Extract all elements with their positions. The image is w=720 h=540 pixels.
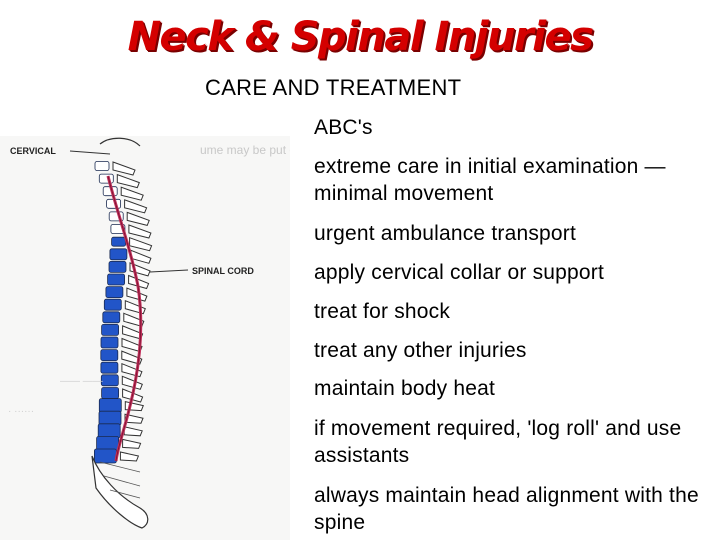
spinous-process xyxy=(116,173,140,189)
spinous-process xyxy=(121,375,143,390)
spinous-process xyxy=(129,262,151,277)
vertebra xyxy=(102,311,121,324)
list-item: always maintain head alignment with the … xyxy=(314,484,699,534)
spinous-process xyxy=(120,186,144,201)
slide-title: Neck & Spinal Injuries xyxy=(127,14,594,60)
vertebra xyxy=(100,349,119,362)
spinous-process xyxy=(119,451,140,462)
spinous-process xyxy=(123,426,143,437)
vertebra xyxy=(100,361,119,374)
list-item: extreme care in initial examination — mi… xyxy=(314,155,666,205)
vertebral-column xyxy=(94,161,128,464)
list-item: if movement required, 'log roll' and use… xyxy=(314,417,682,467)
vertebra xyxy=(108,261,127,273)
vertebra xyxy=(98,410,122,426)
faded-text: —— —— xyxy=(60,376,103,387)
spinous-process xyxy=(122,438,142,449)
vertebra xyxy=(98,173,114,184)
vertebra xyxy=(101,387,119,399)
background-text: ume may be put on xyxy=(200,143,290,157)
vertebra xyxy=(100,336,119,349)
spinous-process xyxy=(124,299,146,315)
sacrum xyxy=(91,455,149,529)
spinous-process xyxy=(112,161,136,176)
vertebra xyxy=(101,323,119,336)
vertebra xyxy=(94,161,110,171)
sacrum-segments xyxy=(99,461,141,499)
spinous-process xyxy=(124,199,148,214)
spinous-process xyxy=(129,236,153,252)
list-item: apply cervical collar or support xyxy=(314,261,605,284)
list-item: treat any other injuries xyxy=(314,339,527,362)
vertebra xyxy=(97,423,121,439)
spinal-cord-outline xyxy=(107,175,142,462)
vertebra xyxy=(107,273,125,286)
vertebra xyxy=(98,398,122,414)
vertebra xyxy=(94,448,117,464)
cervical-leader-line xyxy=(69,150,111,155)
list-item: maintain body heat xyxy=(314,377,496,400)
spinous-process xyxy=(130,249,152,264)
vertebra xyxy=(96,435,119,451)
vertebra xyxy=(100,374,119,387)
skull-base xyxy=(99,137,141,147)
vertebra xyxy=(105,286,124,299)
vertebra xyxy=(109,248,128,261)
spinal-cord-leader-line xyxy=(149,269,189,273)
list-item: ABC's xyxy=(314,116,373,139)
spinous-process xyxy=(121,350,143,365)
spinous-process xyxy=(128,224,152,239)
cervical-label: CERVICAL xyxy=(10,146,56,156)
spine-diagram: ume may be put on CERVICAL SPINAL CORD —… xyxy=(8,137,290,529)
vertebra xyxy=(111,236,126,247)
faded-text: · ······ xyxy=(8,406,34,417)
slide-subtitle: CARE AND TREATMENT xyxy=(205,75,462,100)
spine-illustration: ume may be put on CERVICAL SPINAL CORD —… xyxy=(0,136,290,540)
vertebra xyxy=(103,298,122,311)
spinous-process xyxy=(126,211,150,226)
list-item: treat for shock xyxy=(314,300,451,323)
spinous-process xyxy=(126,287,148,302)
list-item: urgent ambulance transport xyxy=(314,222,577,245)
spinal-cord-label: SPINAL CORD xyxy=(192,266,254,276)
